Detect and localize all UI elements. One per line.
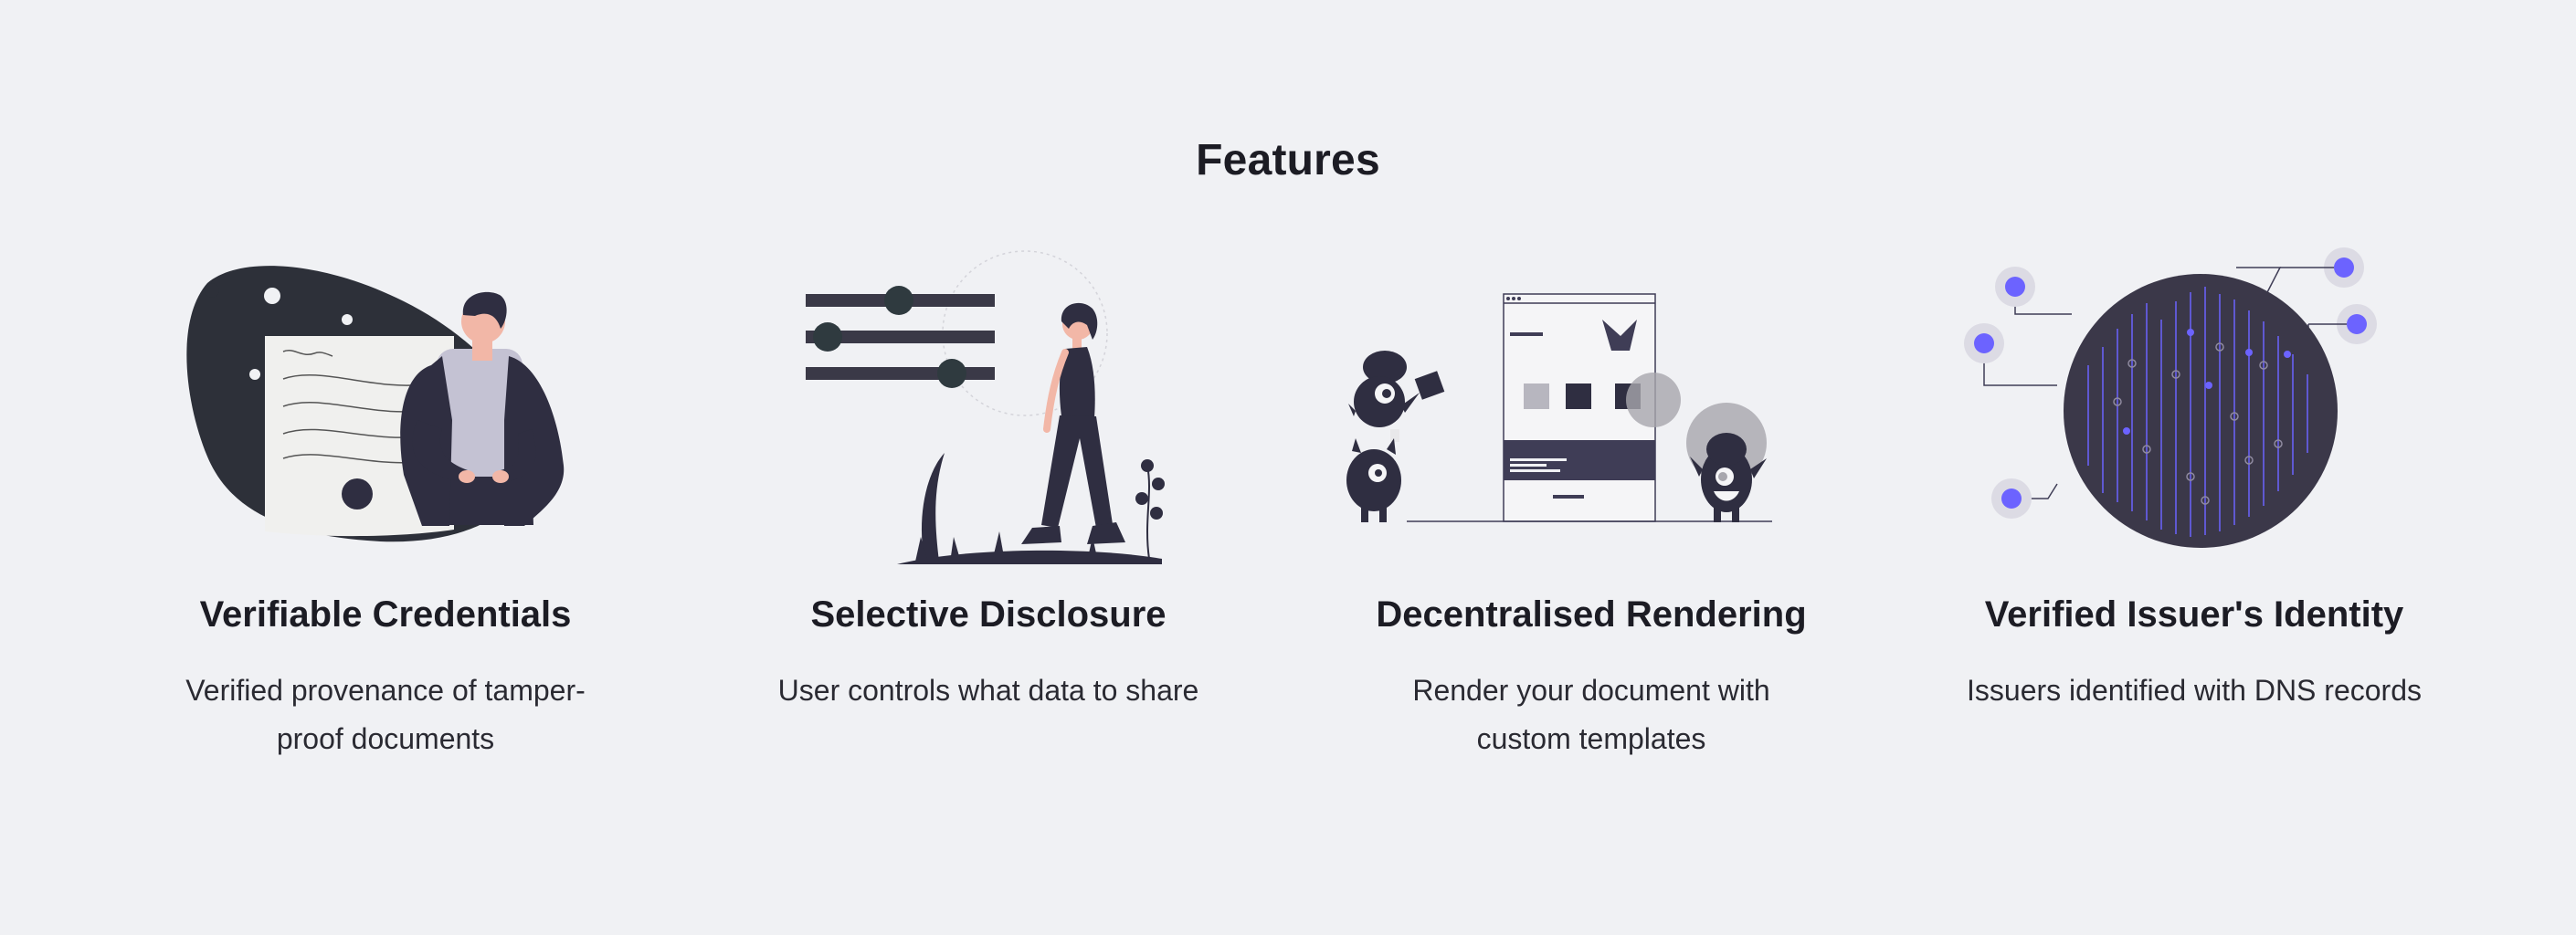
feature-description: Render your document with custom templat…	[1412, 674, 1770, 755]
feature-card-verifiable-credentials: Verifiable Credentials Verified provenan…	[102, 237, 669, 785]
feature-title: Selective Disclosure	[810, 594, 1167, 635]
monsters-template-illustration	[1308, 237, 1874, 575]
feature-description: User controls what data to share	[777, 674, 1199, 707]
circuit-globe-illustration	[1911, 237, 2477, 575]
feature-card-verified-issuer-identity: Verified Issuer's Identity Issuers ident…	[1911, 237, 2477, 785]
feature-title: Verifiable Credentials	[199, 594, 572, 635]
feature-description: Issuers identified with DNS records	[1967, 674, 2422, 707]
sliders-woman-illustration	[705, 237, 1272, 575]
section-title: Features	[1196, 136, 1380, 184]
feature-description: Verified provenance of tamper-proof docu…	[185, 674, 586, 755]
feature-title: Verified Issuer's Identity	[1984, 594, 2404, 635]
feature-title: Decentralised Rendering	[1376, 594, 1807, 635]
certificate-person-illustration	[102, 237, 669, 575]
feature-card-selective-disclosure: Selective Disclosure User controls what …	[705, 237, 1272, 785]
feature-card-decentralised-rendering: Decentralised Rendering Render your docu…	[1308, 237, 1874, 785]
